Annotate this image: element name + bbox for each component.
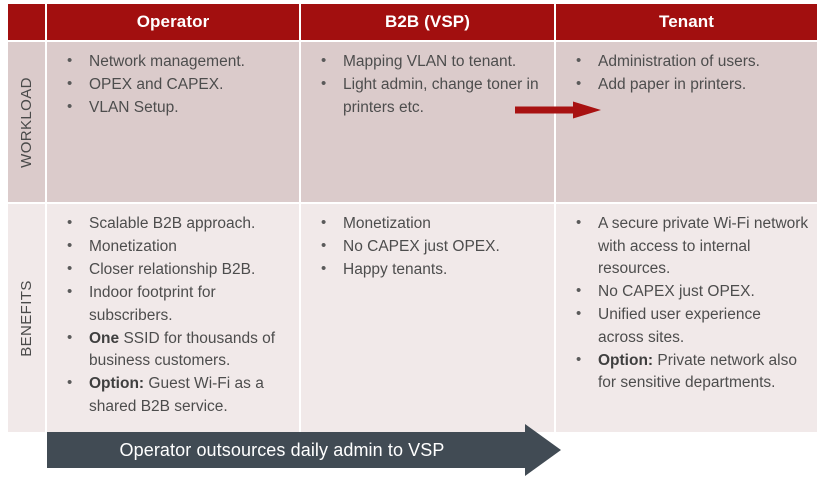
list-item: Indoor footprint for subscribers. [63, 281, 291, 327]
bullet-list-benefits-b2b: MonetizationNo CAPEX just OPEX.Happy ten… [301, 204, 554, 282]
list-item: One SSID for thousands of business custo… [63, 327, 291, 373]
table-header-row: Operator B2B (VSP) Tenant [8, 4, 817, 40]
list-item: Option: Private network also for sensiti… [572, 349, 809, 395]
list-item: Light admin, change toner in printers et… [317, 73, 546, 119]
bullet-list-benefits-operator: Scalable B2B approach.MonetizationCloser… [47, 204, 299, 418]
list-item: Option: Guest Wi-Fi as a shared B2B serv… [63, 372, 291, 418]
bullet-list-workload-tenant: Administration of users.Add paper in pri… [556, 42, 817, 97]
list-item: OPEX and CAPEX. [63, 73, 291, 97]
header-cell-operator: Operator [47, 4, 299, 40]
bullet-list-benefits-tenant: A secure private Wi-Fi network with acce… [556, 204, 817, 395]
list-item: Monetization [63, 235, 291, 259]
list-item: Monetization [317, 212, 546, 236]
row-label-workload-text: WORKLOAD [18, 76, 35, 168]
table-row-workload: WORKLOAD Network management.OPEX and CAP… [8, 42, 817, 202]
list-item: Scalable B2B approach. [63, 212, 291, 236]
row-label-cell-benefits: BENEFITS [8, 204, 45, 432]
row-label-cell-workload: WORKLOAD [8, 42, 45, 202]
header-cell-b2b: B2B (VSP) [301, 4, 554, 40]
comparison-table: Operator B2B (VSP) Tenant WORKLOAD Netwo… [8, 4, 817, 432]
cell-benefits-operator: Scalable B2B approach.MonetizationCloser… [47, 204, 299, 432]
header-cell-tenant: Tenant [556, 4, 817, 40]
table-row-benefits: BENEFITS Scalable B2B approach.Monetizat… [8, 204, 817, 432]
list-item: Closer relationship B2B. [63, 258, 291, 282]
list-item: No CAPEX just OPEX. [572, 280, 809, 304]
list-item: Add paper in printers. [572, 73, 809, 97]
outsourcing-banner-arrow: Operator outsources daily admin to VSP [47, 424, 561, 476]
cell-benefits-tenant: A secure private Wi-Fi network with acce… [556, 204, 817, 432]
cell-benefits-b2b: MonetizationNo CAPEX just OPEX.Happy ten… [301, 204, 554, 432]
row-label-benefits: BENEFITS [8, 204, 45, 432]
list-item: Happy tenants. [317, 258, 546, 282]
cell-workload-tenant: Administration of users.Add paper in pri… [556, 42, 817, 202]
bullet-list-workload-operator: Network management.OPEX and CAPEX.VLAN S… [47, 42, 299, 120]
list-item: Administration of users. [572, 50, 809, 74]
list-item: Network management. [63, 50, 291, 74]
header-cell-corner [8, 4, 45, 40]
banner-arrow-shape [47, 424, 561, 476]
list-item: No CAPEX just OPEX. [317, 235, 546, 259]
list-item: VLAN Setup. [63, 96, 291, 120]
bullet-list-workload-b2b: Mapping VLAN to tenant.Light admin, chan… [301, 42, 554, 119]
list-item: Unified user experience across sites. [572, 303, 809, 349]
list-item: Mapping VLAN to tenant. [317, 50, 546, 74]
row-label-benefits-text: BENEFITS [18, 279, 36, 357]
row-label-workload: WORKLOAD [8, 42, 45, 202]
cell-workload-operator: Network management.OPEX and CAPEX.VLAN S… [47, 42, 299, 202]
cell-workload-b2b: Mapping VLAN to tenant.Light admin, chan… [301, 42, 554, 202]
list-item: A secure private Wi-Fi network with acce… [572, 212, 809, 281]
